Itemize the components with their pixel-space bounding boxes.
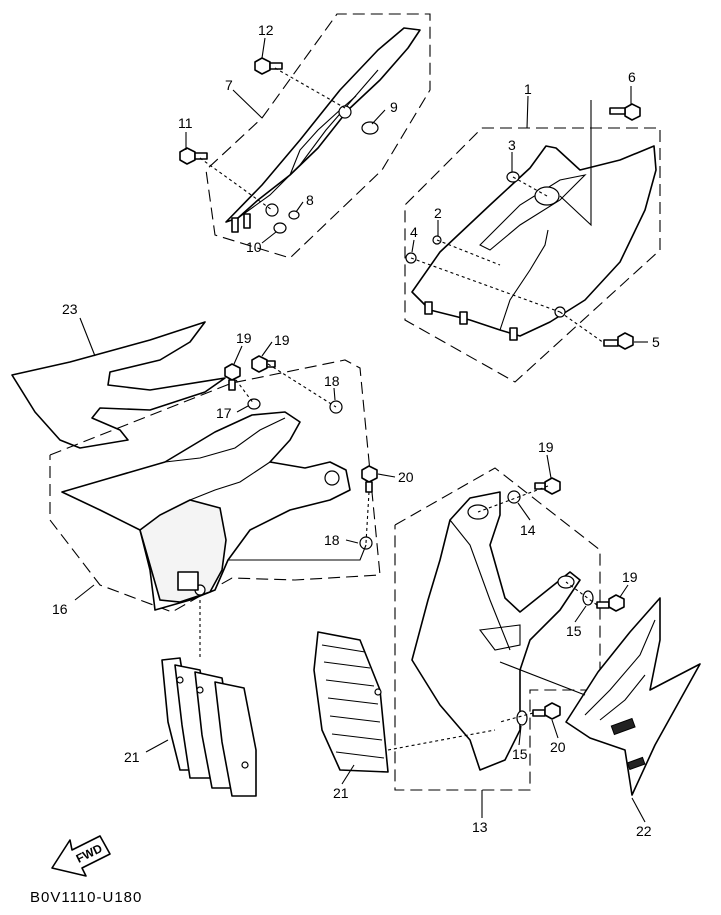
bolt-12 — [254, 57, 283, 75]
callout-23: 23 — [62, 301, 78, 317]
bolt-6 — [609, 103, 641, 121]
callout-17: 17 — [216, 405, 232, 421]
grommet-10 — [273, 222, 287, 234]
callout-16: 16 — [52, 601, 68, 617]
callout-18-b: 18 — [324, 532, 340, 548]
callout-15-a: 15 — [566, 623, 582, 639]
part-7-side-cover-top — [205, 13, 431, 259]
callout-15-b: 15 — [512, 746, 528, 762]
callout-21-b: 21 — [333, 785, 349, 801]
callout-3: 3 — [508, 137, 516, 153]
bolt-11 — [179, 147, 208, 165]
bolt-19-a — [224, 363, 241, 391]
callout-21-a: 21 — [124, 749, 140, 765]
callout-10: 10 — [246, 239, 262, 255]
part-1-side-cover — [404, 127, 661, 383]
callout-20-b: 20 — [550, 739, 566, 755]
callout-5: 5 — [652, 334, 660, 350]
callout-19-d: 19 — [622, 569, 638, 585]
callout-18-a: 18 — [324, 373, 340, 389]
bolt-5 — [603, 332, 634, 350]
collar-17 — [247, 398, 261, 410]
part-21-guard-left — [161, 657, 257, 797]
washer-14 — [507, 490, 521, 504]
callout-19-c: 19 — [538, 439, 554, 455]
assembly-lines — [199, 67, 605, 751]
washer-15-a — [582, 590, 594, 606]
washer-15-b — [516, 710, 528, 726]
part-16-shroud-left — [49, 359, 381, 613]
grommet-18-b — [359, 536, 373, 550]
diagram-code: B0V1110-U180 — [30, 889, 142, 906]
callout-9: 9 — [390, 99, 398, 115]
callout-12: 12 — [258, 22, 274, 38]
fasteners — [179, 57, 641, 726]
forward-arrow-icon: FWD — [51, 835, 111, 877]
callout-19-b: 19 — [274, 332, 290, 348]
bolt-19-b — [251, 355, 276, 373]
part-13-shroud-right — [394, 467, 601, 791]
part-22-decal — [565, 597, 701, 796]
bolt-19-d — [596, 594, 625, 612]
callout-7: 7 — [225, 77, 233, 93]
callout-20-a: 20 — [398, 469, 414, 485]
collar-8 — [288, 210, 300, 220]
part-23-decal — [11, 321, 226, 449]
callout-13: 13 — [472, 819, 488, 835]
callout-6: 6 — [628, 69, 636, 85]
callout-1: 1 — [524, 81, 532, 97]
callout-4: 4 — [410, 224, 418, 240]
callout-14: 14 — [520, 522, 536, 538]
callout-19-a: 19 — [236, 330, 252, 346]
part-21-guard-right — [313, 631, 389, 773]
washer-9 — [361, 121, 379, 135]
callout-8: 8 — [306, 192, 314, 208]
leader-lines — [74, 37, 648, 823]
callout-22: 22 — [636, 823, 652, 839]
callout-labels: 12 7 11 9 8 10 6 1 3 2 4 5 23 19 19 17 1… — [52, 22, 660, 839]
bolt-20-b — [532, 702, 561, 720]
callout-11: 11 — [178, 115, 193, 131]
bolt-20-a — [361, 465, 378, 493]
callout-2: 2 — [434, 205, 442, 221]
